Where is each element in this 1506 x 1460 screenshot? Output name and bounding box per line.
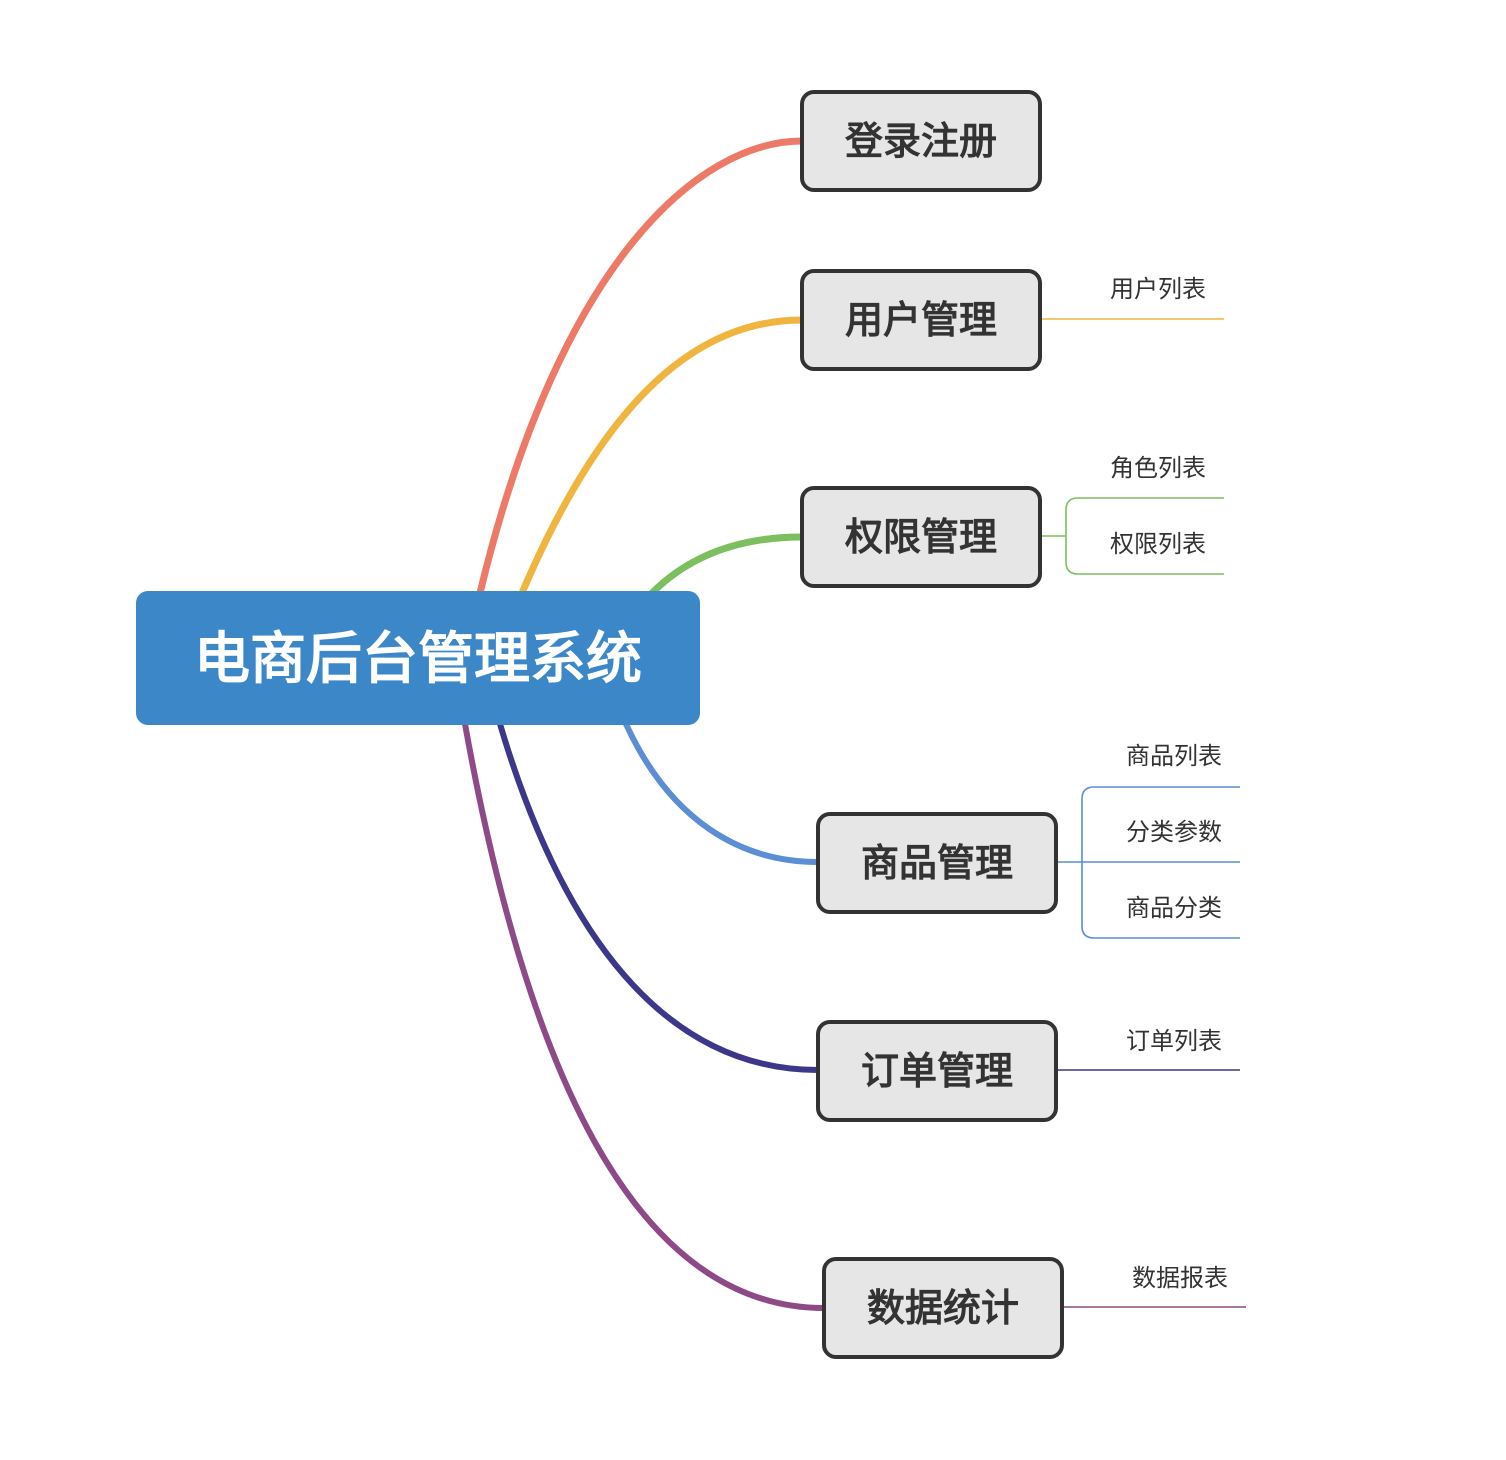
connector-branch-5: [462, 721, 827, 1311]
branch-label: 用户管理: [845, 298, 997, 342]
connector-branch-3: [623, 721, 821, 865]
branch-label: 权限管理: [844, 515, 997, 559]
leaf-node-permission-list[interactable]: 权限列表: [1110, 530, 1206, 558]
branch-node-5[interactable]: 数据统计: [822, 1257, 1064, 1359]
branch-node-2[interactable]: 权限管理: [800, 486, 1042, 588]
leaf-bracket-3: [1056, 786, 1240, 939]
connector-branch-2: [648, 533, 806, 597]
root-label: 电商后台管理系统: [194, 627, 642, 692]
root-box: [136, 591, 700, 725]
branch-label: 数据统计: [867, 1286, 1019, 1330]
branch-box: [822, 1257, 1064, 1359]
branch-box: [816, 1020, 1058, 1122]
branch-box: [800, 269, 1042, 371]
leaf-node-category-params[interactable]: 分类参数: [1126, 818, 1222, 846]
leaf-node-goods-list[interactable]: 商品列表: [1126, 742, 1222, 770]
branch-label: 商品管理: [861, 841, 1013, 885]
branch-node-0[interactable]: 登录注册: [800, 90, 1042, 192]
leaf-bracket-2: [1040, 497, 1224, 575]
connector-branch-4: [497, 721, 821, 1073]
leaf-node-goods-category[interactable]: 商品分类: [1126, 894, 1222, 922]
leaf-connectors: [1040, 318, 1246, 1308]
branch-box: [816, 812, 1058, 914]
branch-node-1[interactable]: 用户管理: [800, 269, 1042, 371]
branch-node-3[interactable]: 商品管理: [816, 812, 1058, 914]
root-node[interactable]: 电商后台管理系统: [136, 591, 700, 725]
branch-box: [800, 90, 1042, 192]
root-connectors: [462, 137, 827, 1311]
branch-box: [800, 486, 1042, 588]
branch-label: 订单管理: [861, 1049, 1013, 1093]
branch-label: 登录注册: [844, 119, 997, 163]
leaf-node-order-list[interactable]: 订单列表: [1126, 1027, 1222, 1055]
leaf-node-role-list[interactable]: 角色列表: [1110, 454, 1206, 482]
connector-branch-0: [476, 137, 806, 597]
connector-branch-1: [518, 316, 806, 597]
leaf-node-user-list[interactable]: 用户列表: [1110, 275, 1206, 303]
leaf-node-data-report[interactable]: 数据报表: [1132, 1264, 1228, 1292]
branch-node-4[interactable]: 订单管理: [816, 1020, 1058, 1122]
